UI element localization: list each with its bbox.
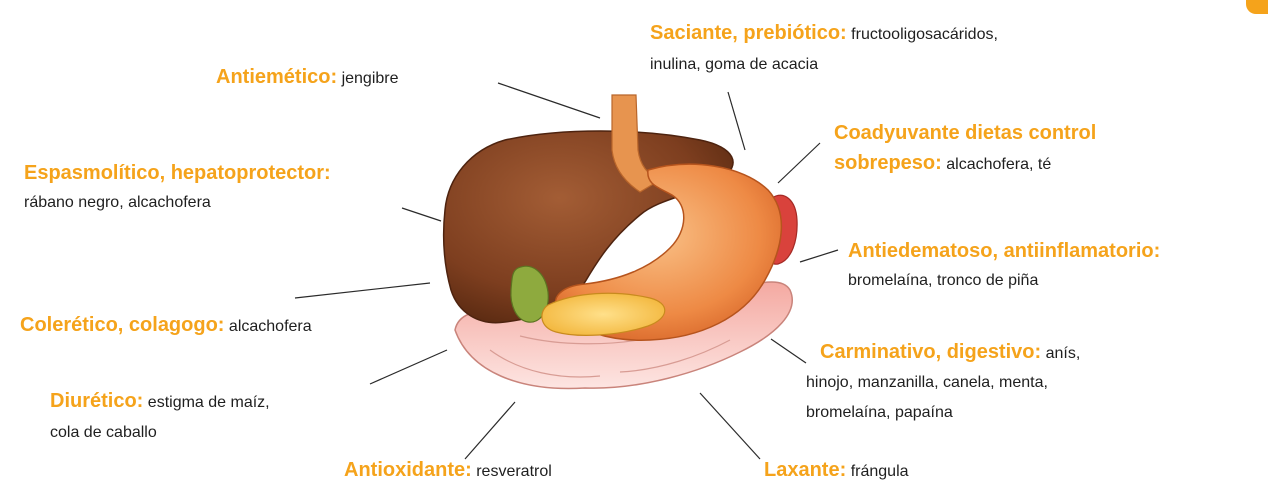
term-laxante: Laxante: [764, 459, 846, 481]
annotation-antiedematoso: Antiedematoso, antiinflamatorio: bromela… [848, 236, 1160, 296]
annotation-espasmolitico: Espasmolítico, hepatoprotector: rábano n… [24, 158, 331, 218]
desc-laxante: frángula [846, 463, 908, 480]
desc-antiedematoso: bromelaína, tronco de piña [848, 266, 1160, 296]
leader-line-diuretico [370, 350, 447, 384]
term-saciante: Saciante, prebiótico: [650, 22, 847, 44]
leader-line-coleretico [295, 283, 430, 298]
term-antiemetico: Antiemético: [216, 66, 337, 88]
term-coadyuvante-2: sobrepeso: [834, 152, 942, 174]
desc-coadyuvante: alcachofera, té [942, 156, 1051, 173]
annotation-antioxidante: Antioxidante: resveratrol [344, 455, 552, 487]
desc-carminativo-1: anís, [1041, 345, 1080, 362]
term-espasmolitico: Espasmolítico, hepatoprotector: [24, 158, 331, 188]
leader-line-antiemetico [498, 83, 600, 118]
desc-diuretico-2: cola de caballo [50, 418, 270, 448]
desc-coleretico: alcachofera [224, 318, 311, 335]
annotation-coadyuvante: Coadyuvante dietas control sobrepeso: al… [834, 118, 1096, 180]
leader-line-carminativo [771, 339, 806, 363]
annotation-antiemetico: Antiemético: jengibre [216, 62, 399, 94]
leader-line-antioxidante [465, 402, 515, 459]
leader-line-antiedematoso [800, 250, 838, 262]
term-antioxidante: Antioxidante: [344, 459, 472, 481]
term-coleretico: Colerético, colagogo: [20, 314, 224, 336]
leader-line-coadyuvante [778, 143, 820, 183]
desc-saciante-1: fructooligosacáridos, [847, 26, 998, 43]
term-antiedematoso: Antiedematoso, antiinflamatorio: [848, 236, 1160, 266]
annotation-diuretico: Diurético: estigma de maíz, cola de caba… [50, 386, 270, 448]
term-coadyuvante-1: Coadyuvante dietas control [834, 118, 1096, 148]
leader-line-espasmolitico [402, 208, 441, 221]
term-diuretico: Diurético: [50, 390, 143, 412]
desc-carminativo-2: hinojo, manzanilla, canela, menta, [806, 368, 1048, 398]
term-carminativo: Carminativo, digestivo: [820, 341, 1041, 363]
annotation-saciante: Saciante, prebiótico: fructooligosacárid… [650, 18, 998, 80]
annotation-laxante: Laxante: frángula [764, 455, 909, 487]
desc-espasmolitico: rábano negro, alcachofera [24, 188, 331, 218]
desc-diuretico-1: estigma de maíz, [143, 394, 269, 411]
annotation-carminativo: Carminativo, digestivo: anís, [820, 337, 1080, 369]
leader-line-saciante [728, 92, 745, 150]
annotation-coleretico: Colerético, colagogo: alcachofera [20, 310, 312, 342]
annotation-carminativo-cont: hinojo, manzanilla, canela, menta, brome… [806, 368, 1048, 428]
desc-saciante-2: inulina, goma de acacia [650, 50, 998, 80]
desc-antioxidante: resveratrol [472, 463, 552, 480]
leader-line-laxante [700, 393, 760, 459]
desc-antiemetico: jengibre [337, 70, 398, 87]
desc-carminativo-3: bromelaína, papaína [806, 398, 1048, 428]
